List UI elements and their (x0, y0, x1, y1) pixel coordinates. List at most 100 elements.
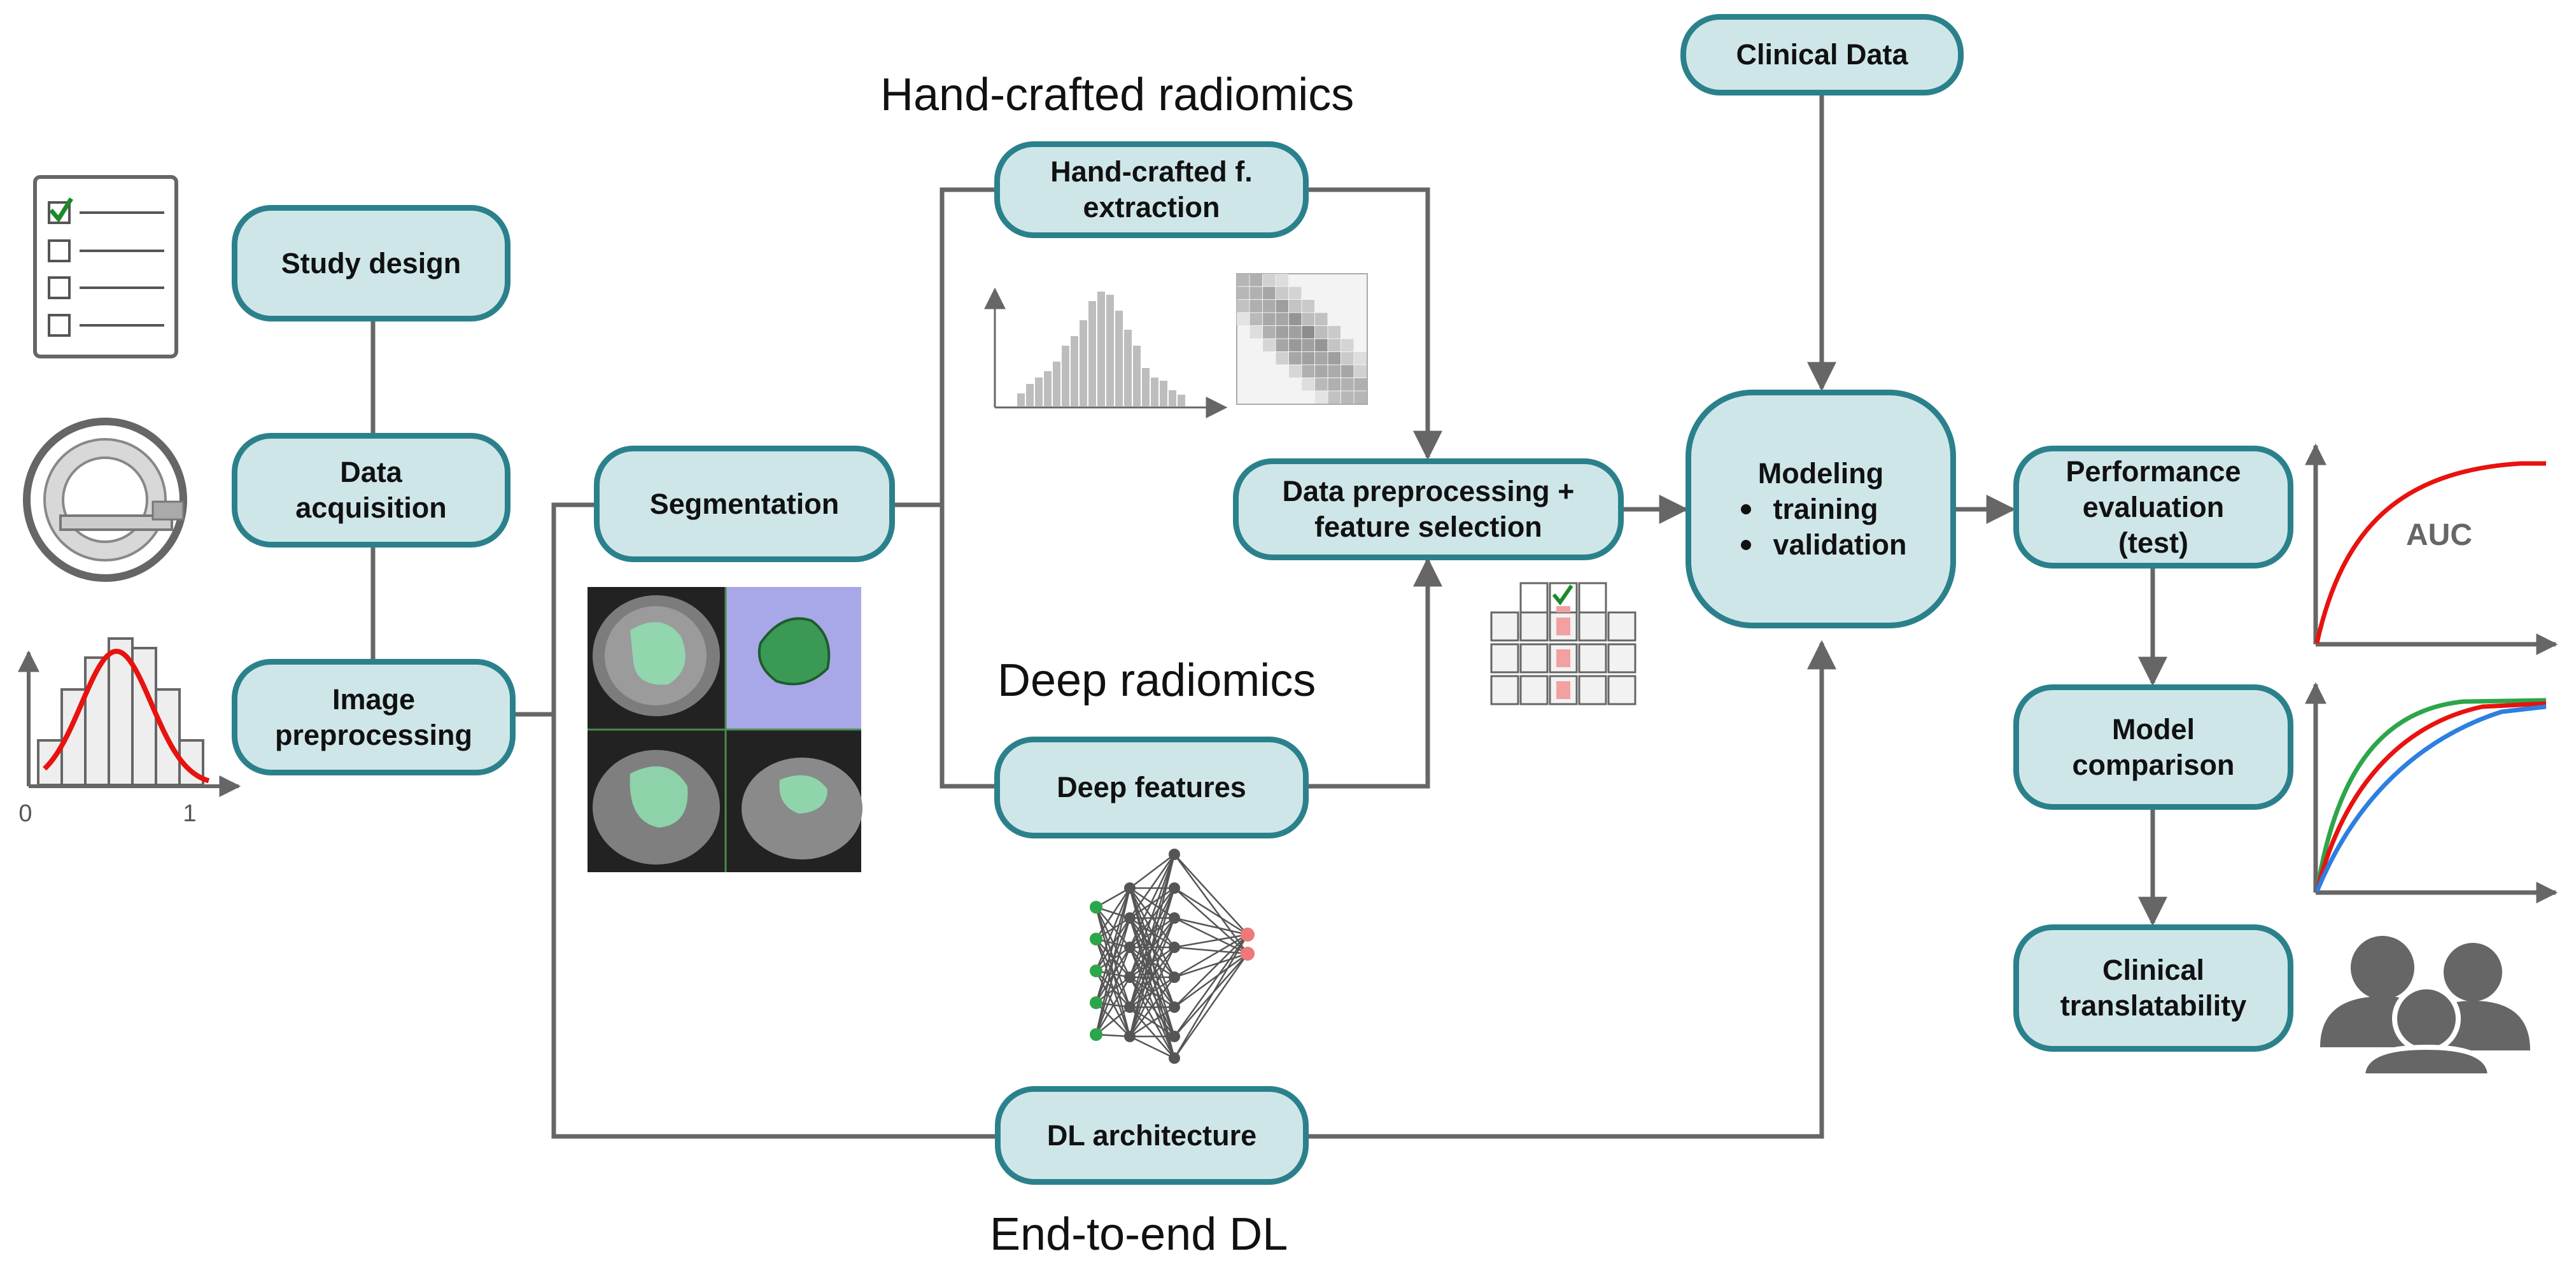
glcm-cell (1302, 365, 1314, 378)
node-data-acquisition[interactable]: Data acquisition (232, 433, 510, 548)
section-title-end-to-end: End-to-end DL (990, 1209, 1288, 1260)
node-performance-evaluation-line1: Performance (2066, 455, 2241, 488)
nn-connection (1129, 854, 1176, 948)
connector-handcrafted-to-preprocessing (1309, 187, 1442, 460)
glcm-cell (1249, 300, 1262, 313)
glcm-cell (1276, 352, 1288, 365)
neural-network-icon (1090, 849, 1255, 1064)
roc-curve-icon: AUC (2305, 443, 2558, 655)
node-image-preprocessing-line2: preprocessing (274, 718, 473, 751)
glcm-cell (1302, 326, 1314, 339)
glcm-cell (1276, 274, 1288, 286)
nn-connection (1129, 947, 1176, 1059)
node-data-acquisition-line1: Data (340, 456, 402, 488)
checklist-icon (33, 175, 178, 358)
nn-node (1241, 947, 1255, 961)
feature-histogram-bar (1178, 395, 1185, 406)
node-performance-evaluation-line3: (test) (2118, 526, 2188, 559)
feature-table-icon (1490, 582, 1636, 705)
feature-histogram-bar (1160, 381, 1167, 406)
glcm-cell (1354, 378, 1367, 391)
nn-node (1169, 1052, 1180, 1064)
node-clinical-translatability-line1: Clinical (2102, 954, 2205, 986)
nn-connection (1095, 1007, 1130, 1035)
feature-histogram-bar (1053, 362, 1060, 406)
node-data-preprocessing-line1: Data preprocessing + (1282, 475, 1575, 507)
node-performance-evaluation-line2: evaluation (2082, 490, 2225, 523)
node-data-preprocessing-line2: feature selection (1314, 511, 1542, 543)
feature-table-cell (1578, 611, 1607, 642)
glcm-cell (1328, 326, 1341, 339)
feature-histogram-bar (1071, 336, 1078, 406)
node-dl-architecture-label: DL architecture (1046, 1119, 1257, 1152)
connector-dl-to-modeling (1309, 640, 1836, 1139)
node-image-preprocessing[interactable]: Image preprocessing (232, 659, 516, 775)
node-model-comparison-line2: comparison (2072, 748, 2235, 781)
node-modeling-list: training validation (1735, 491, 1907, 563)
section-title-handcrafted: Hand-crafted radiomics (880, 69, 1355, 120)
glcm-cell (1263, 313, 1276, 325)
nn-connection (1129, 854, 1176, 1037)
nn-connection (1129, 977, 1175, 1037)
nn-node (1124, 942, 1136, 953)
node-handcrafted-extraction[interactable]: Hand-crafted f. extraction (994, 141, 1309, 238)
node-performance-evaluation[interactable]: Performance evaluation (test) (2013, 446, 2293, 569)
feature-table-cell (1607, 643, 1636, 674)
nn-connection (1129, 887, 1175, 919)
glcm-cell (1289, 365, 1302, 378)
glcm-cell (1302, 339, 1314, 351)
nn-connection (1095, 947, 1131, 1035)
nn-connection (1095, 907, 1130, 948)
glcm-cell (1302, 313, 1314, 325)
glcm-cell (1328, 352, 1341, 365)
node-dl-architecture[interactable]: DL architecture (995, 1086, 1309, 1185)
node-model-comparison[interactable]: Model comparison (2013, 684, 2293, 810)
node-deep-features[interactable]: Deep features (994, 737, 1309, 838)
glcm-cell (1341, 391, 1354, 404)
glcm-cell (1341, 339, 1354, 351)
glcm-cell (1289, 286, 1302, 299)
nn-connection (1095, 887, 1131, 972)
nn-connection (1174, 887, 1248, 954)
nn-connection (1129, 887, 1176, 1059)
glcm-cell (1315, 365, 1328, 378)
node-data-preprocessing[interactable]: Data preprocessing + feature selection (1233, 458, 1624, 560)
feature-selected-cell (1556, 606, 1570, 612)
nn-connection (1174, 934, 1248, 1008)
nn-node (1169, 1001, 1180, 1013)
feature-histogram-bar (1035, 378, 1043, 406)
feature-histogram-bar (1044, 371, 1052, 406)
nn-node (1090, 1028, 1102, 1041)
nn-connection (1129, 1006, 1175, 1038)
glcm-cell (1263, 339, 1276, 351)
feature-table-header (1578, 582, 1607, 614)
feature-histogram-bar (1080, 320, 1087, 406)
node-study-design-label: Study design (281, 246, 461, 279)
feature-table-cell (1578, 643, 1607, 674)
feature-table-cell (1607, 675, 1636, 705)
feature-histogram-bar (1142, 368, 1150, 406)
glcm-cell (1276, 286, 1288, 299)
node-segmentation[interactable]: Segmentation (594, 446, 895, 562)
node-clinical-data[interactable]: Clinical Data (1680, 14, 1964, 95)
glcm-cell (1289, 326, 1302, 339)
glcm-cell (1289, 352, 1302, 365)
node-clinical-translatability[interactable]: Clinical translatability (2013, 924, 2293, 1052)
feature-selected-cell (1556, 618, 1570, 635)
glcm-cell (1302, 352, 1314, 365)
glcm-cell (1315, 339, 1328, 351)
glcm-cell (1263, 274, 1276, 286)
nn-node (1090, 901, 1102, 914)
glcm-cell (1341, 352, 1354, 365)
node-modeling[interactable]: Modeling training validation (1686, 390, 1956, 628)
feature-histogram-bar (1026, 384, 1034, 406)
node-study-design[interactable]: Study design (232, 205, 510, 322)
node-handcrafted-extraction-line2: extraction (1083, 191, 1220, 223)
gaussian-curve (43, 648, 210, 784)
nn-connection (1129, 917, 1176, 1037)
connector-deep-to-preprocessing (1309, 557, 1442, 789)
glcm-cell (1249, 286, 1262, 299)
glcm-cell (1237, 313, 1249, 325)
nn-node (1169, 1031, 1180, 1042)
feature-histogram-bar (1115, 311, 1123, 406)
